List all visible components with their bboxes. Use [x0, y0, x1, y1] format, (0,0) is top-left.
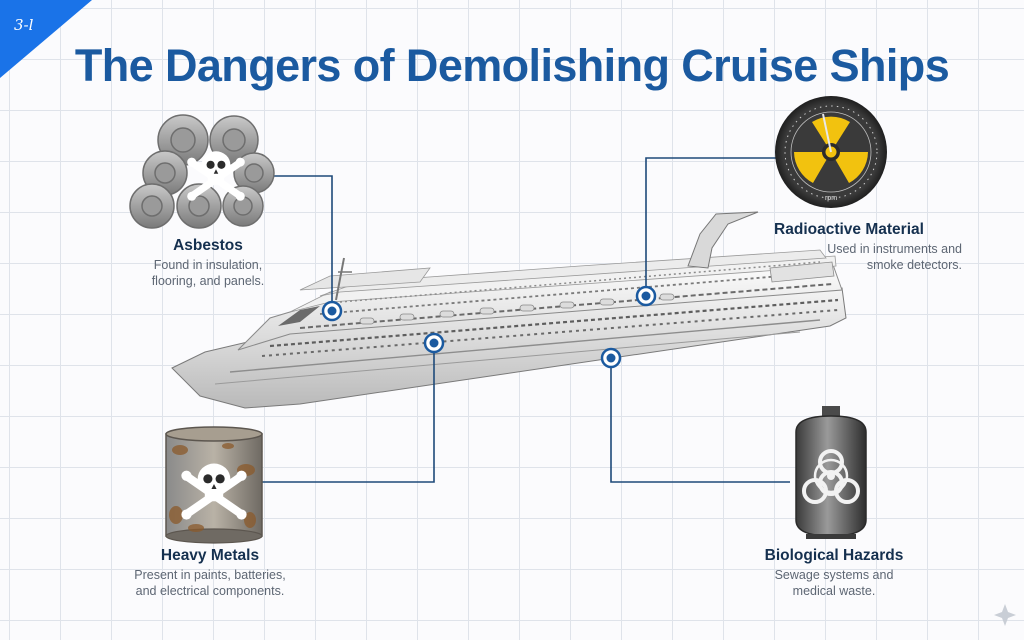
connectors	[262, 157, 790, 483]
hazard-name: Heavy Metals	[160, 547, 260, 564]
connector-biological	[610, 358, 790, 483]
connector-heavy-metals	[262, 343, 435, 483]
hazard-desc: Used in instruments and smoke detectors.	[827, 242, 962, 272]
hotspot-asbestos[interactable]	[321, 300, 343, 322]
hazard-biological: Biological Hazards Sewage systems and me…	[724, 546, 944, 599]
hotspots	[321, 285, 657, 369]
hazard-name: Asbestos	[173, 237, 243, 254]
hazard-name: Biological Hazards	[764, 547, 904, 564]
page-title: The Dangers of Demolishing Cruise Ships	[74, 40, 950, 91]
cruise-ship-illustration	[171, 211, 847, 409]
gauge-unit: rpm	[825, 195, 837, 202]
hazard-desc: Sewage systems and medical waste.	[774, 568, 894, 598]
asbestos-pipes-skull-icon	[129, 114, 275, 229]
badge-text: 3-l	[14, 16, 34, 34]
radiation-gauge-icon: rpm	[775, 96, 887, 208]
hazard-asbestos: Asbestos Found in insulation, flooring, …	[98, 236, 318, 289]
hazard-radioactive: Radioactive Material Used in instruments…	[724, 220, 974, 273]
hotspot-heavy-metals[interactable]	[423, 332, 445, 354]
connector-radioactive	[645, 157, 778, 296]
sparkle-icon	[994, 604, 1016, 626]
biohazard-tank-icon	[795, 406, 867, 539]
hazard-heavy-metals: Heavy Metals Present in paints, batterie…	[96, 546, 324, 599]
rusty-paint-can-skull-icon	[165, 426, 263, 544]
hazard-desc: Found in insulation, flooring, and panel…	[151, 258, 265, 288]
connector-asbestos	[266, 175, 333, 311]
hotspot-radioactive[interactable]	[635, 285, 657, 307]
hotspot-biological[interactable]	[600, 347, 622, 369]
hazard-desc: Present in paints, batteries, and electr…	[134, 568, 286, 598]
corner-badge: 3-l	[0, 0, 92, 78]
hazard-name: Radioactive Material	[774, 221, 924, 238]
